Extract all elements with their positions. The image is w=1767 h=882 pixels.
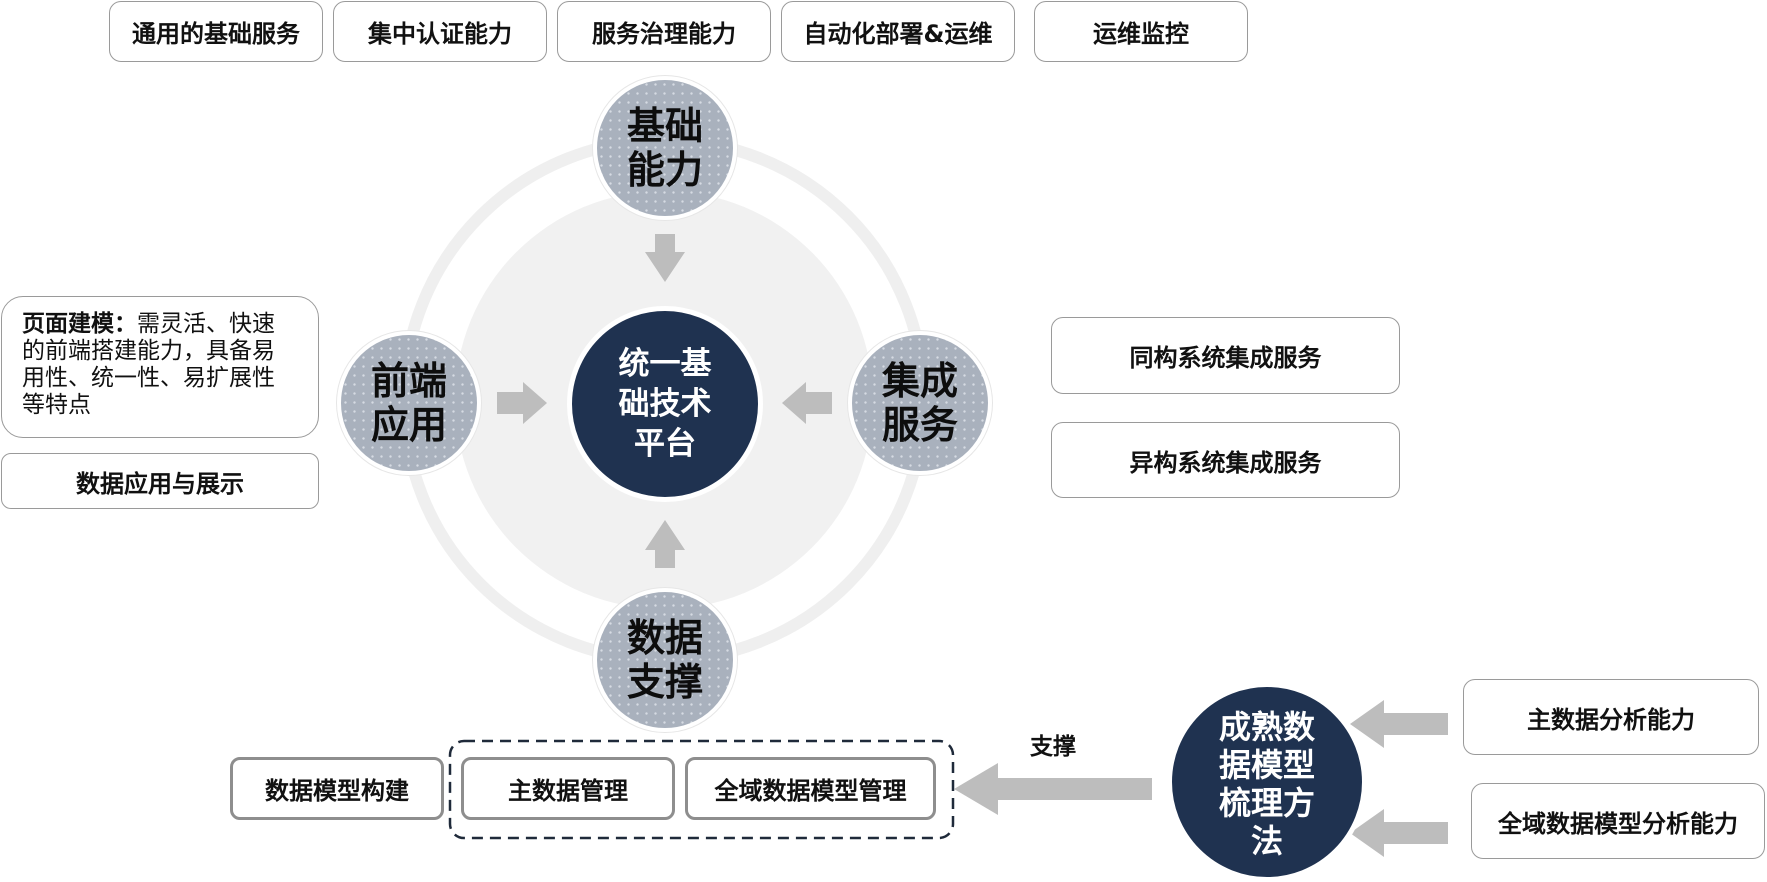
heterogeneous-integration-label: 异构系统集成服务 [1129,448,1322,477]
node-frontend-label: 前端 应用 [370,359,447,447]
arrow-up-icon [645,520,685,568]
arrow-down-icon [645,234,685,282]
support-arrow-icon [954,763,1152,815]
center-platform-label: 统一基 础技术 平台 [618,346,712,462]
node-foundation-label: 基础 能力 [626,104,703,192]
homogeneous-integration-label: 同构系统集成服务 [1129,344,1322,372]
global-model-box: 全域数据模型管理 [685,757,936,820]
center-platform-circle: 统一基 础技术 平台 [567,306,763,502]
top-box-devops: 自动化部署&运维 [781,1,1015,62]
top-box-governance: 服务治理能力 [557,1,771,62]
node-data-support: 数据 支撑 [593,588,737,732]
node-data-support-label: 数据 支撑 [626,616,703,704]
top-box-label: 自动化部署&运维 [803,20,993,48]
node-integration: 集成 服务 [848,331,992,475]
dashed-group-border [448,739,955,840]
top-box-general-service: 通用的基础服务 [109,1,323,62]
data-app-display-label: 数据应用与展示 [76,469,244,498]
top-box-label: 集中认证能力 [368,20,512,48]
method-circle: 成熟数 据模型 梳理方 法 [1167,682,1367,882]
arrow-left-icon [782,382,832,424]
top-box-label: 服务治理能力 [592,20,736,48]
global-model-label: 全域数据模型管理 [714,777,907,805]
node-foundation: 基础 能力 [593,76,737,220]
node-integration-label: 集成 服务 [881,359,958,447]
master-data-analysis-label: 主数据分析能力 [1527,705,1695,734]
data-model-build-label: 数据模型构建 [265,777,409,805]
data-model-build-box: 数据模型构建 [230,757,444,820]
heterogeneous-integration-box: 异构系统集成服务 [1051,422,1400,498]
top-box-auth: 集中认证能力 [333,1,547,62]
page-modeling-text: 需灵活、快速的前端搭建能力，具备易用性、统一性、易扩展性等特点 [22,311,275,418]
top-box-label: 通用的基础服务 [132,20,300,48]
master-data-label: 主数据管理 [508,777,628,805]
global-model-analysis-label: 全域数据模型分析能力 [1498,809,1738,838]
master-data-analysis-box: 主数据分析能力 [1463,679,1759,755]
arrow-right-icon [497,382,547,424]
method-circle-label: 成熟数 据模型 梳理方 法 [1218,708,1315,860]
top-box-monitoring: 运维监控 [1034,1,1248,62]
master-data-box: 主数据管理 [461,757,675,820]
data-app-display-box: 数据应用与展示 [1,453,319,509]
arrow-left-icon [1350,809,1448,857]
global-model-analysis-box: 全域数据模型分析能力 [1471,783,1765,859]
page-modeling-title: 页面建模： [22,311,137,337]
node-frontend: 前端 应用 [337,331,481,475]
homogeneous-integration-box: 同构系统集成服务 [1051,317,1400,394]
support-label: 支撑 [1030,734,1076,760]
page-modeling-box: 页面建模：需灵活、快速的前端搭建能力，具备易用性、统一性、易扩展性等特点 [1,296,319,438]
top-box-label: 运维监控 [1093,20,1189,48]
arrow-left-icon [1350,700,1448,748]
